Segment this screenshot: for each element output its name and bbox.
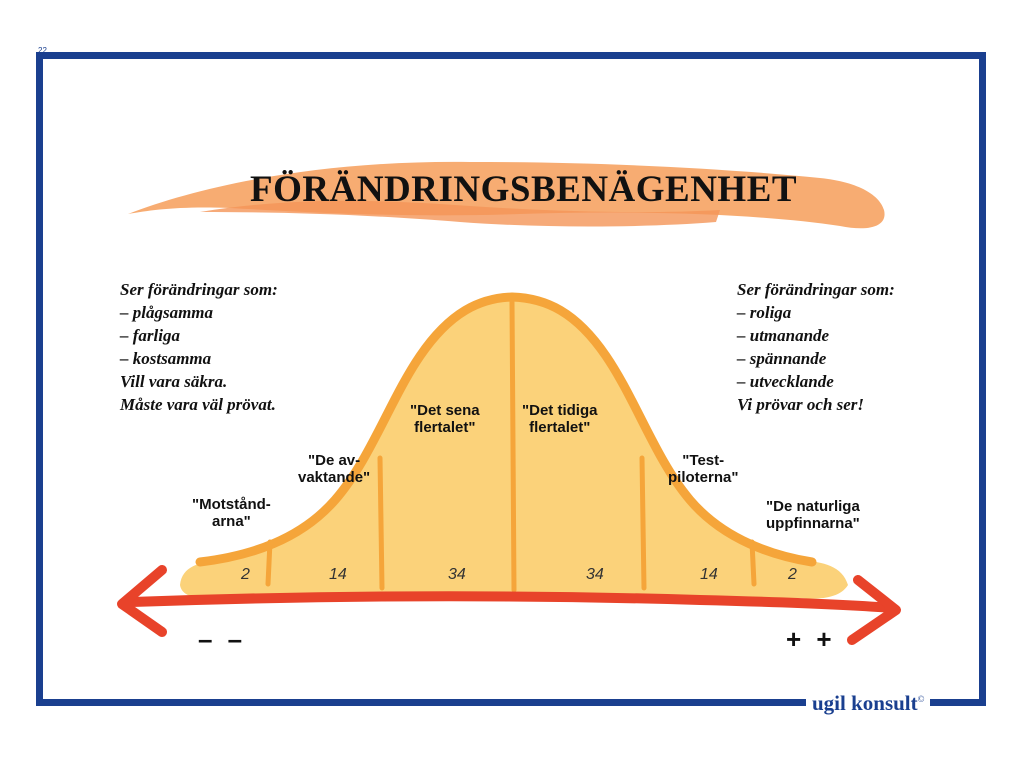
group-label-testpiloterna: "Test- piloterna" — [668, 452, 739, 486]
right-line: – utmanande — [737, 326, 830, 345]
bell-curve-dividers — [265, 299, 757, 593]
copyright-mark: © — [917, 694, 925, 704]
logo-text: ugil konsult — [812, 691, 918, 715]
group-label-naturliga-uppfinnarna: "De naturliga uppfinnarna" — [766, 498, 860, 532]
percent-label: 2 — [241, 566, 250, 583]
left-description: Ser förändringar som: – plågsamma – farl… — [120, 278, 278, 416]
group-label-sena-flertalet: "Det sena flertalet" — [410, 402, 480, 436]
company-logo: ugil konsult© — [806, 691, 931, 716]
axis-positive-label: + + — [786, 624, 836, 654]
right-line: – spännande — [737, 349, 827, 368]
group-label-motstandarna: "Motstånd- arna" — [192, 496, 271, 530]
percent-label: 2 — [788, 566, 797, 583]
group-label-tidiga-flertalet: "Det tidiga flertalet" — [522, 402, 598, 436]
right-line: Vi prövar och ser! — [737, 395, 865, 414]
bell-curve-line — [195, 292, 817, 567]
percent-label: 14 — [329, 566, 347, 583]
left-line: – farliga — [120, 326, 180, 345]
left-line: – plågsamma — [120, 303, 214, 322]
right-line: – roliga — [737, 303, 792, 322]
page-number: 22 — [38, 46, 47, 55]
axis-negative-label: – – — [198, 624, 247, 654]
right-line: Ser förändringar som: — [737, 280, 895, 299]
group-label-avvaktande: "De av- vaktande" — [298, 452, 371, 486]
percent-label: 34 — [448, 566, 466, 583]
left-line: – kostsamma — [120, 349, 212, 368]
diagram-title: FÖRÄNDRINGSBENÄGENHET — [250, 169, 798, 210]
left-line: Måste vara väl prövat. — [120, 395, 276, 414]
left-line: Ser förändringar som: — [120, 280, 278, 299]
percent-label: 34 — [586, 566, 604, 583]
left-line: Vill vara säkra. — [120, 372, 228, 391]
double-arrow-axis — [117, 565, 901, 645]
percent-label: 14 — [700, 566, 718, 583]
right-line: – utvecklande — [737, 372, 834, 391]
title-brush-stroke — [128, 161, 885, 229]
right-description: Ser förändringar som: – roliga – utmanan… — [737, 278, 895, 416]
